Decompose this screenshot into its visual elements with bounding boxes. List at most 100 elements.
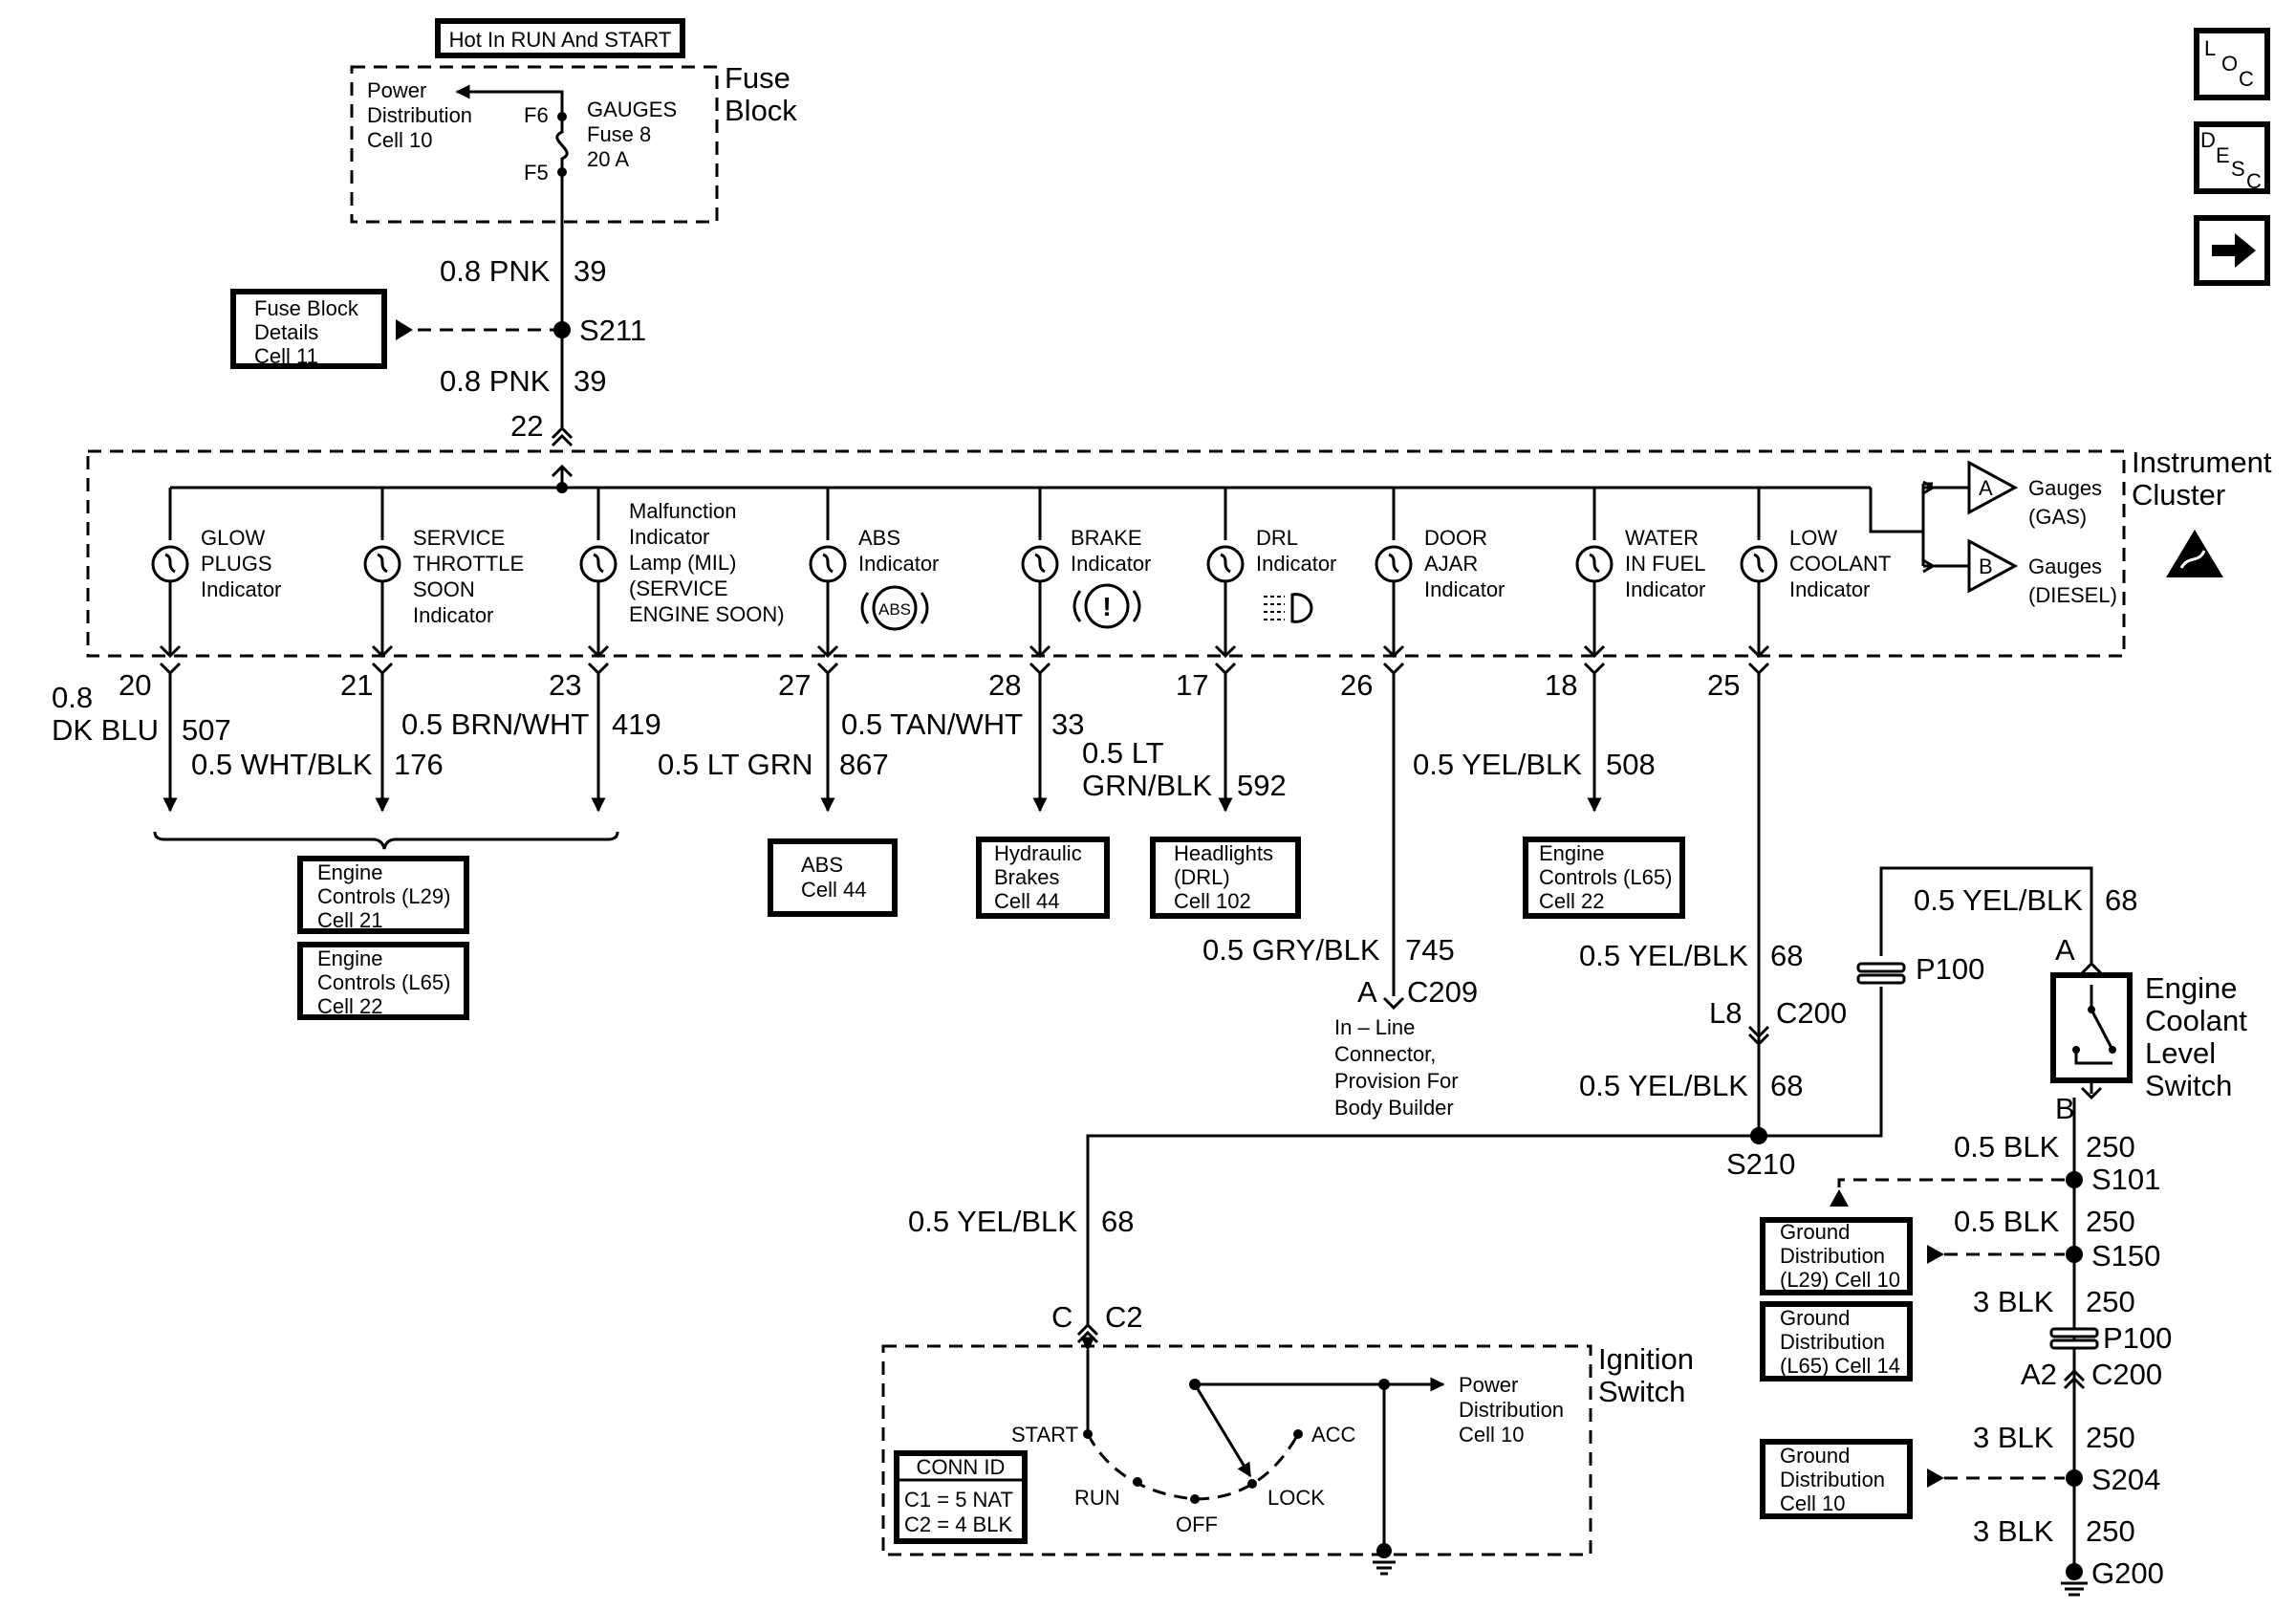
- fuse-block-title-2: Block: [725, 94, 797, 127]
- power-dist-line2: Distribution: [367, 103, 472, 127]
- gnd-l65-1: Ground: [1780, 1306, 1850, 1330]
- fuse-name-2: Fuse 8: [587, 122, 651, 146]
- gnd-s101: S101: [2091, 1163, 2160, 1196]
- ref-headlights[interactable]: Headlights (DRL) Cell 102: [1150, 837, 1301, 919]
- fuse-name-3: 20 A: [587, 147, 629, 171]
- circuit-68-top: 68: [2105, 883, 2137, 917]
- fuse-details-1: Fuse Block: [254, 296, 359, 320]
- circuit-68-b: 68: [1770, 1069, 1803, 1102]
- brake-label-1: BRAKE: [1071, 526, 1142, 550]
- circuit-33: 33: [1051, 707, 1084, 741]
- ref-ground-l65[interactable]: Ground Distribution (L65) Cell 14: [1760, 1301, 1913, 1382]
- p100-label-top: P100: [1916, 952, 1984, 986]
- gnd-s204: S204: [2091, 1463, 2160, 1496]
- ref-engine-l65[interactable]: Engine Controls (L65) Cell 22: [297, 942, 469, 1020]
- ref-abs[interactable]: ABS Cell 44: [768, 838, 898, 917]
- circuit-508: 508: [1606, 748, 1656, 781]
- desc-icon[interactable]: D E S C: [2194, 121, 2270, 194]
- brake-symbol-text: !: [1102, 592, 1111, 621]
- fuse-details-2: Details: [254, 320, 318, 344]
- c209-note-4: Body Builder: [1334, 1096, 1454, 1120]
- ref-engine-l65b[interactable]: Engine Controls (L65) Cell 22: [1523, 837, 1685, 919]
- fuse-details-3: Cell 11: [254, 344, 318, 368]
- pin-23: 23: [549, 668, 581, 702]
- mil-label-2: Indicator: [629, 525, 709, 549]
- ref-head-3: Cell 102: [1174, 889, 1251, 913]
- gnd-w2: 0.5 BLK: [1954, 1205, 2060, 1238]
- gnd-l29-2: Distribution: [1780, 1244, 1885, 1268]
- ref-l65-2: Controls (L65): [317, 970, 450, 994]
- indicator-abs: ABS Indicator ABS: [809, 488, 939, 659]
- splice-s211: [553, 321, 571, 338]
- ign-title-2: Switch: [1598, 1375, 1685, 1408]
- circuit-68-ign: 68: [1101, 1205, 1134, 1238]
- brake-label-2: Indicator: [1071, 552, 1151, 576]
- next-page-icon[interactable]: [2194, 215, 2270, 286]
- switch-title-1: Engine: [2145, 971, 2238, 1005]
- mil-label-5: ENGINE SOON): [629, 602, 785, 626]
- ref-l65b-1: Engine: [1539, 841, 1605, 865]
- drl-label-2: Indicator: [1256, 552, 1336, 576]
- ref-engine-l29[interactable]: Engine Controls (L29) Cell 21: [297, 856, 469, 934]
- pin-22: 22: [510, 409, 543, 443]
- ign-connector-c2: C2: [1105, 1300, 1143, 1334]
- ign-pin-c: C: [1051, 1300, 1072, 1334]
- ref-l29-1: Engine: [317, 860, 383, 884]
- splice-s150: [2066, 1246, 2083, 1263]
- circuit-419: 419: [612, 707, 661, 741]
- circuit-507: 507: [182, 713, 231, 747]
- power-dist-line1: Power: [367, 78, 426, 102]
- wire-176: 0.5 WHT/BLK: [191, 748, 373, 781]
- coolant-level-switch: A B Engine Coolant Level Switch: [2050, 933, 2247, 1125]
- ref-ground-l29[interactable]: Ground Distribution (L29) Cell 10: [1760, 1217, 1913, 1295]
- door-label-1: DOOR: [1424, 526, 1487, 550]
- switch-pin-a: A: [2055, 933, 2075, 967]
- gnd-a2: A2: [2021, 1358, 2057, 1391]
- pass-through-p100-bottom: [2049, 1327, 2099, 1350]
- circuit-176: 176: [394, 748, 444, 781]
- loc-icon[interactable]: L O C: [2194, 28, 2270, 100]
- ref-l65b-2: Controls (L65): [1539, 865, 1672, 889]
- ign-acc: ACC: [1311, 1423, 1356, 1447]
- ref-ground-c10[interactable]: Ground Distribution Cell 10: [1760, 1439, 1913, 1519]
- ref-hydraulic[interactable]: Hydraulic Brakes Cell 44: [976, 837, 1110, 919]
- splice-s204: [2066, 1469, 2083, 1487]
- ign-power-2: Distribution: [1459, 1398, 1564, 1422]
- ref-l65-1: Engine: [317, 946, 383, 970]
- output-wires: 20 21 23 27 28 17 26 18 25 0.8 DK BLU 50…: [52, 662, 1770, 1138]
- desc-icon-e: E: [2216, 143, 2230, 167]
- headlamp-icon: [1264, 593, 1313, 623]
- wire-867: 0.5 LT GRN: [658, 748, 813, 781]
- indicator-glow-plugs: GLOW PLUGS Indicator: [151, 488, 281, 659]
- water-label-2: IN FUEL: [1625, 552, 1705, 576]
- gnd-c5: 250: [2086, 1514, 2135, 1548]
- gnd-c10-2: Distribution: [1780, 1468, 1885, 1491]
- switch-title-2: Coolant: [2145, 1004, 2247, 1037]
- pin-27: 27: [778, 668, 811, 702]
- ref-head-2: (DRL): [1174, 865, 1230, 889]
- ignition-switch: C C2 Ignition Switch START RUN OFF LOCK …: [881, 1300, 1694, 1576]
- pin-l8: L8: [1709, 996, 1742, 1030]
- circuit-39-1: 39: [574, 254, 606, 288]
- service-label-3: SOON: [413, 577, 475, 601]
- ref-l29-2: Controls (L29): [317, 884, 450, 908]
- ign-start: START: [1011, 1423, 1078, 1447]
- gnd-c10-3: Cell 10: [1780, 1491, 1845, 1515]
- ign-lock: LOCK: [1267, 1486, 1325, 1510]
- gnd-c1: 250: [2086, 1130, 2135, 1164]
- gnd-l65-2: Distribution: [1780, 1330, 1885, 1354]
- gauge-b-letter: B: [1979, 555, 1993, 578]
- loc-icon-o: O: [2221, 52, 2238, 76]
- connector-c200: C200: [1776, 996, 1847, 1030]
- service-label-4: Indicator: [413, 603, 493, 627]
- switch-title-4: Switch: [2145, 1069, 2232, 1102]
- pin-26: 26: [1340, 668, 1373, 702]
- abs-label-1: ABS: [858, 526, 900, 550]
- service-label-2: THROTTLE: [413, 552, 524, 576]
- coolant-path: 0.5 YEL/BLK 68 L8 C200 0.5 YEL/BLK 68 S2…: [908, 866, 2137, 1327]
- cluster-title-1: Instrument: [2132, 446, 2272, 479]
- switch-title-3: Level: [2145, 1036, 2216, 1070]
- c209-note-2: Connector,: [1334, 1042, 1436, 1066]
- gnd-c3: 250: [2086, 1285, 2135, 1318]
